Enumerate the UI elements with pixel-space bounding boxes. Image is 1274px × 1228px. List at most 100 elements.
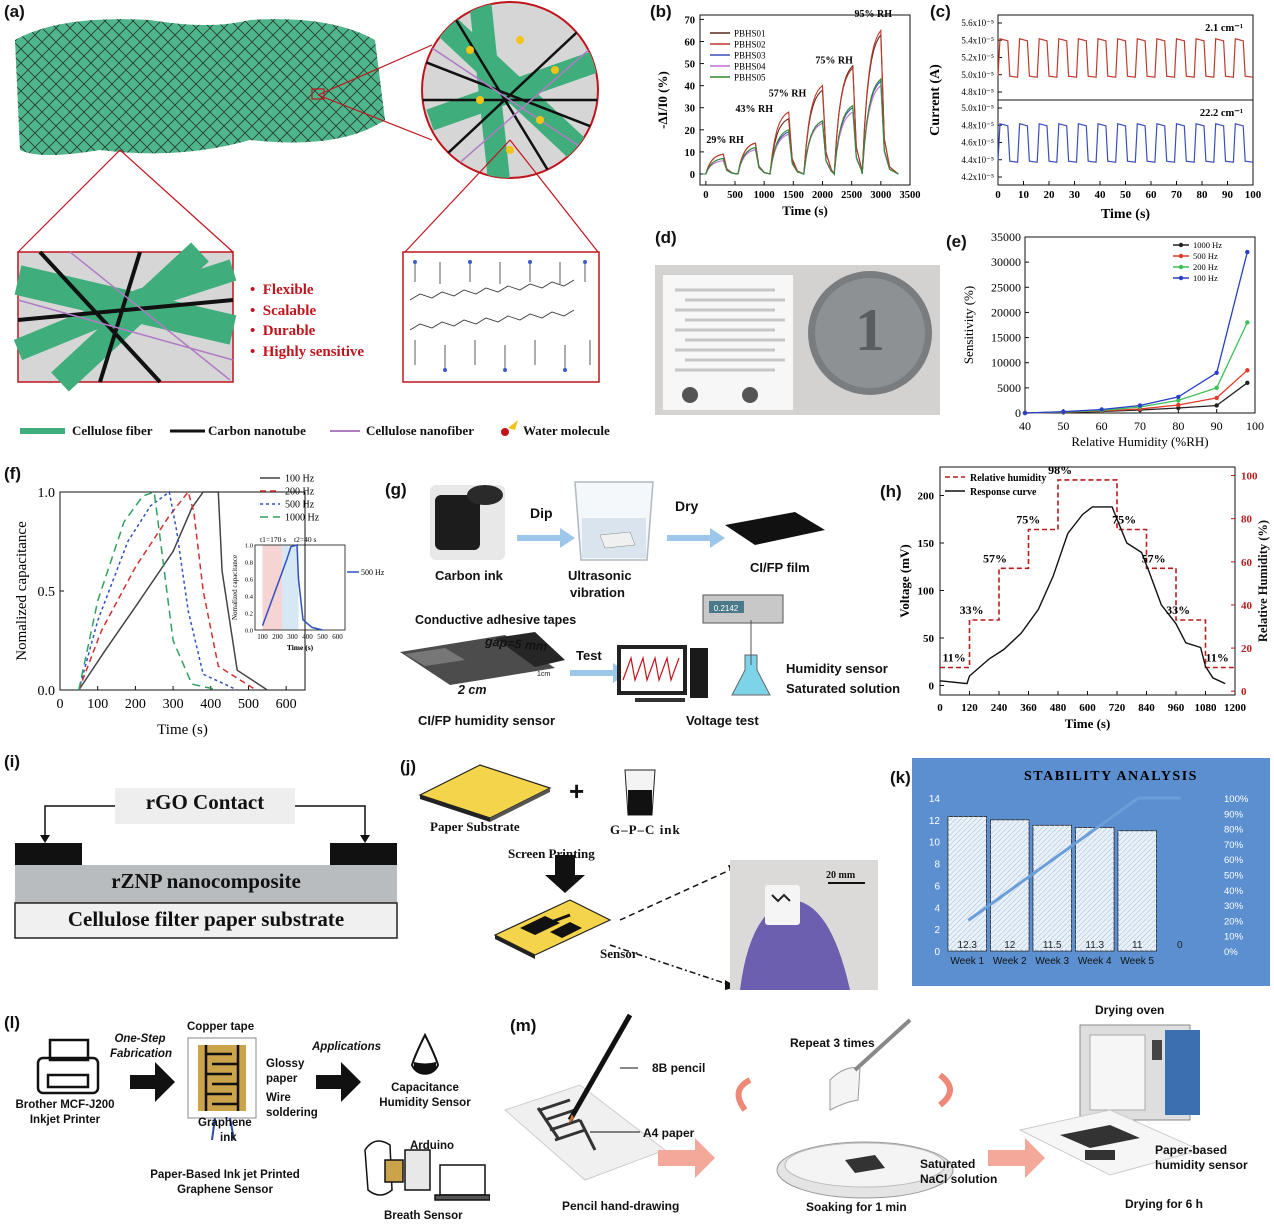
rh-annotation: 29% RH: [706, 135, 744, 146]
x-tick-label: 200: [125, 697, 146, 712]
legend-label: 500 Hz: [1193, 251, 1218, 261]
y-tick-label: 25000: [991, 280, 1021, 294]
rznp-layer: [15, 865, 397, 903]
panel-l-diagram: [36, 1032, 490, 1201]
data-point: [1245, 380, 1250, 386]
data-point: [1214, 395, 1219, 401]
y-tick-label: 5.0x10⁻⁵: [961, 70, 994, 80]
arrow-m-2: [988, 1138, 1045, 1178]
l-caption-2: Graphene Sensor: [177, 1184, 273, 1196]
legend-label: 200 Hz: [1193, 262, 1218, 272]
data-point: [1245, 249, 1250, 255]
series-line: [997, 38, 1254, 78]
plot-frame: [699, 14, 911, 186]
arrow-applications: [316, 1062, 361, 1102]
x-tick-label: 2500: [841, 190, 862, 201]
g-tapes: Conductive adhesive tapes: [415, 613, 577, 627]
legend-label: 1000 Hz: [1193, 240, 1222, 250]
rh-annotation: 75%: [1016, 512, 1040, 526]
g-dip: Dip: [530, 505, 553, 521]
x-tick-label: Week 5: [1120, 956, 1154, 967]
x-axis-label: Relative Humidity (%RH): [1071, 434, 1208, 449]
rh-annotation: 57%: [1142, 551, 1166, 565]
m-nacl-2: NaCl solution: [920, 1172, 998, 1186]
data-point: [1022, 410, 1028, 416]
graphene-sensor-drawing: [187, 1037, 257, 1141]
inset-series-line: [261, 544, 323, 631]
y-tick-label: 8: [934, 860, 940, 871]
y-tick-label: 4.4x10⁻⁵: [961, 155, 994, 165]
legend-label: PBHS03: [734, 51, 766, 61]
data-point: [1176, 398, 1181, 403]
x-axis-label: Time (s): [782, 203, 828, 218]
rgo-contact-left: [15, 843, 82, 865]
y2-tick-label: 20%: [1224, 916, 1244, 927]
rh-step-line: [940, 479, 1235, 669]
legend-cnt: Carbon nanotube: [208, 423, 306, 438]
inset-y-tick-label: 1.0: [245, 543, 253, 550]
x-tick-label: 80: [1197, 189, 1209, 201]
x-tick-label: 0: [703, 190, 708, 201]
svg-text:0.2142: 0.2142: [714, 604, 739, 613]
carbon-ink-bottle: [430, 485, 505, 560]
x-tick-label: 40: [1019, 419, 1031, 433]
g-humidity-sensor: Humidity sensor: [786, 661, 888, 676]
x-tick-label: 60: [1146, 189, 1158, 201]
y-axis-label: -ΔI/I0 (%): [655, 71, 670, 129]
bar-hatch: [1075, 827, 1114, 951]
series-line: [702, 33, 899, 176]
y-tick-label: 0.0: [38, 684, 56, 699]
y2-tick-label: 80%: [1224, 825, 1244, 836]
m-pencil: 8B pencil: [652, 1061, 706, 1075]
x-tick-label: Week 4: [1078, 956, 1112, 967]
g-small-scale: 1cm: [537, 671, 551, 678]
x-tick-label: 600: [1079, 702, 1096, 714]
tweezers-paper: [829, 1018, 912, 1111]
x-tick-label: 20: [1044, 189, 1056, 201]
arrow-test: [570, 663, 628, 683]
m-paper: A4 paper: [643, 1126, 695, 1140]
x-tick-label: 100: [1246, 419, 1264, 433]
arrow-down: [545, 855, 585, 893]
electrode-pad: [682, 387, 698, 403]
panel-c-label: (c): [930, 2, 951, 21]
bar-value-label: 12: [1004, 940, 1016, 951]
inset-y-tick-label: 0.0: [245, 628, 253, 635]
y-tick-label: 100: [918, 586, 935, 598]
x-tick-label: 70: [1171, 189, 1183, 201]
panel-e-label: (e): [946, 232, 967, 251]
panel-f-label: (f): [4, 464, 21, 483]
y-tick-label: 70: [685, 15, 696, 26]
zoom-fiber-3: [469, 2, 511, 178]
feature-list: • Flexible • Scalable • Durable • Highly…: [250, 280, 364, 362]
l-breath: Breath Sensor: [384, 1210, 463, 1222]
legend-label: 100 Hz: [1193, 273, 1218, 283]
petri-dish: [776, 1141, 954, 1199]
feature-item: • Highly sensitive: [250, 343, 365, 360]
breath-sensor-illustration: [364, 1140, 490, 1201]
x-tick-label: 40: [1095, 189, 1107, 201]
j-ink: G–P–C ink: [610, 822, 681, 837]
g-voltage-test: Voltage test: [686, 713, 759, 728]
panel-d-photo: 1: [655, 265, 940, 415]
m-repeat: Repeat 3 times: [790, 1036, 875, 1050]
y-tick-label: 4: [934, 903, 940, 914]
data-point: [1137, 403, 1143, 408]
inset-x-tick-label: 600: [332, 633, 343, 641]
m-drawing: Pencil hand-drawing: [562, 1199, 680, 1213]
humidity-drop-icon: [410, 1032, 440, 1075]
plot-frame: [1024, 236, 1256, 414]
rh-annotation: 98%: [1048, 463, 1072, 477]
bar-value-label: 11.3: [1085, 940, 1104, 951]
y-tick-label: 15000: [991, 331, 1021, 345]
y-tick-label: 50: [685, 60, 696, 71]
legend-label: PBHS02: [734, 40, 766, 50]
y-tick-label: 14: [929, 794, 941, 805]
cycle-arrow-right: [938, 1072, 953, 1108]
printed-sensor: [493, 899, 612, 959]
i-rznp-label: rZNP nanocomposite: [111, 869, 301, 893]
panel-g-process: 0.2142: [400, 481, 825, 702]
y2-tick-label: 10%: [1224, 932, 1244, 943]
data-point: [1214, 385, 1219, 391]
